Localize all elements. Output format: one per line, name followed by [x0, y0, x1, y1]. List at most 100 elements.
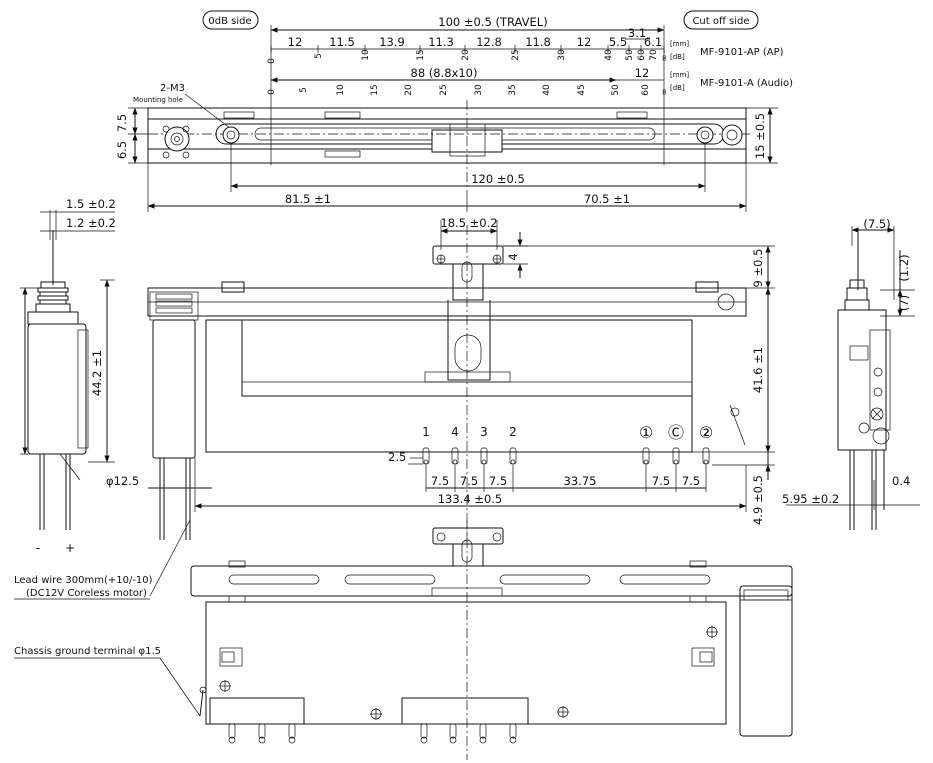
dim-5-95: 5.95 ±0.2	[782, 492, 839, 506]
svg-text:60: 60	[637, 49, 647, 61]
svg-text:60: 60	[641, 84, 651, 96]
bottom-pins	[228, 723, 517, 744]
svg-text:5: 5	[314, 53, 324, 59]
dim-7-5-a: 7.5	[431, 474, 449, 488]
pin-label-1: 1	[422, 425, 430, 439]
pin-label-circle-1: ①	[639, 423, 653, 442]
front-main-body	[205, 319, 693, 453]
dim-81-5: 81.5 ±1	[285, 192, 331, 206]
ap-mm-6: 12	[577, 35, 592, 49]
svg-text:25: 25	[511, 49, 521, 60]
dim-1-5: 1.5 ±0.2	[66, 197, 116, 211]
left-mounting-hole	[222, 126, 240, 144]
left-side-view: 1.5 ±0.2 1.2 ±0.2 - + 44.2 ±1	[20, 197, 116, 555]
svg-text:15: 15	[416, 49, 426, 60]
pin-label-4: 4	[451, 425, 459, 439]
audio-12-dim: 12	[635, 66, 650, 80]
pin-label-2: 2	[509, 425, 517, 439]
ap-mm-5: 11.8	[525, 35, 551, 49]
ap-mm-4: 12.8	[476, 35, 502, 49]
svg-text:0: 0	[267, 89, 277, 95]
bottom-main-body	[205, 601, 727, 725]
svg-text:∞: ∞	[660, 88, 670, 96]
dim-4-9: 4.9 ±0.5	[751, 475, 765, 525]
front-view: 18.5 ±0.2 4 9 ±0.5 41.6 ±1	[14, 216, 775, 600]
odb-side-badge	[202, 10, 259, 30]
svg-text:70: 70	[649, 49, 659, 61]
bottom-view: Chassis ground terminal φ1.5	[14, 520, 793, 760]
motor-gear	[164, 126, 190, 152]
dim-1-2-r: (1.2)	[897, 254, 911, 281]
ap-mm-3: 11.3	[428, 35, 454, 49]
ap-db-unit: [dB]	[670, 53, 685, 61]
dim-2-5: 2.5	[388, 450, 406, 464]
right-side-view: (7.5) (1.2) (7) 5.95 ±0.2 0.4	[782, 217, 920, 530]
top-view: 0dB side Cut off side 100 ±0.5 (TRAVEL) …	[115, 10, 793, 212]
audio-88-dim: 88 (8.8x10)	[411, 66, 478, 80]
audio-db-values: 0 5 10 15 20 25 30 35 40 45 50 60 ∞	[267, 84, 670, 96]
pin-label-circle-2: ②	[699, 423, 713, 442]
svg-text:45: 45	[577, 84, 587, 95]
dim-33-75: 33.75	[564, 474, 597, 488]
plus-terminal: +	[65, 541, 75, 555]
mounting-hole-label: Mounting hole	[133, 96, 183, 104]
knob-plate	[432, 245, 504, 265]
ap-ticks	[270, 45, 665, 53]
svg-text:0: 0	[267, 58, 277, 64]
svg-text:20: 20	[461, 49, 471, 61]
bottom-rail	[190, 565, 793, 597]
pin-label-circle-c: Ⓒ	[668, 423, 684, 442]
right-mounting-hole	[696, 126, 714, 144]
dim-0-4: 0.4	[892, 474, 910, 488]
dim-7-5-e: 7.5	[682, 474, 700, 488]
ap-mm-3-1: 3.1	[628, 26, 646, 40]
svg-text:10: 10	[361, 49, 371, 61]
dim-1-2: 1.2 ±0.2	[66, 216, 116, 230]
dim-7-5-b: 7.5	[460, 474, 478, 488]
front-motor	[152, 319, 196, 459]
dim-6-5: 6.5	[115, 141, 129, 159]
minus-terminal: -	[36, 541, 40, 555]
svg-text:∞: ∞	[660, 54, 670, 62]
ap-mm-unit: [mm]	[670, 40, 689, 48]
svg-text:25: 25	[439, 84, 449, 95]
dim-41-6: 41.6 ±1	[751, 347, 765, 393]
audio-mm-unit: [mm]	[670, 71, 689, 79]
right-body	[837, 309, 887, 451]
audio-db-unit: [dB]	[670, 84, 685, 92]
svg-text:10: 10	[336, 84, 346, 96]
travel-dimension: 100 ±0.5 (TRAVEL)	[438, 15, 547, 29]
svg-text:40: 40	[542, 84, 552, 96]
dim-70-5: 70.5 ±1	[584, 192, 630, 206]
ap-mm-8: 6.1	[644, 35, 662, 49]
svg-text:50: 50	[611, 84, 621, 96]
svg-text:50: 50	[625, 49, 635, 61]
dim-phi-12-5: φ12.5	[106, 474, 139, 488]
m3-label: 2-M3	[160, 83, 185, 94]
svg-text:30: 30	[557, 49, 567, 61]
svg-text:35: 35	[508, 84, 518, 95]
dim-120: 120 ±0.5	[471, 172, 525, 186]
chassis-ground-label: Chassis ground terminal φ1.5	[14, 646, 161, 657]
dim-4: 4	[506, 253, 520, 260]
dim-7-r: (7)	[897, 295, 911, 311]
ap-db-values: 0 5 10 15 20 25 30 40 50 60 70 ∞	[267, 49, 670, 64]
dim-133-4: 133.4 ±0.5	[438, 492, 503, 506]
ap-mm-7: 5.5	[609, 35, 627, 49]
dim-7-5-d: 7.5	[652, 474, 670, 488]
dim-7-5: 7.5	[115, 114, 129, 132]
cutoff-side-label: Cut off side	[692, 16, 749, 27]
svg-text:5: 5	[299, 87, 309, 93]
front-pins	[422, 447, 710, 465]
svg-text:20: 20	[404, 84, 414, 96]
bottom-motor	[739, 585, 793, 737]
left-motor-body	[27, 323, 87, 455]
dim-44-2: 44.2 ±1	[90, 350, 104, 396]
lead-wire-motor-label: (DC12V Coreless motor)	[26, 588, 147, 599]
svg-text:15: 15	[370, 84, 380, 95]
audio-model-label: MF-9101-A (Audio)	[700, 78, 793, 89]
lead-wire-label: Lead wire 300mm(+10/-10)	[14, 575, 153, 586]
ap-mm-2: 13.9	[379, 35, 405, 49]
svg-text:40: 40	[604, 49, 614, 61]
